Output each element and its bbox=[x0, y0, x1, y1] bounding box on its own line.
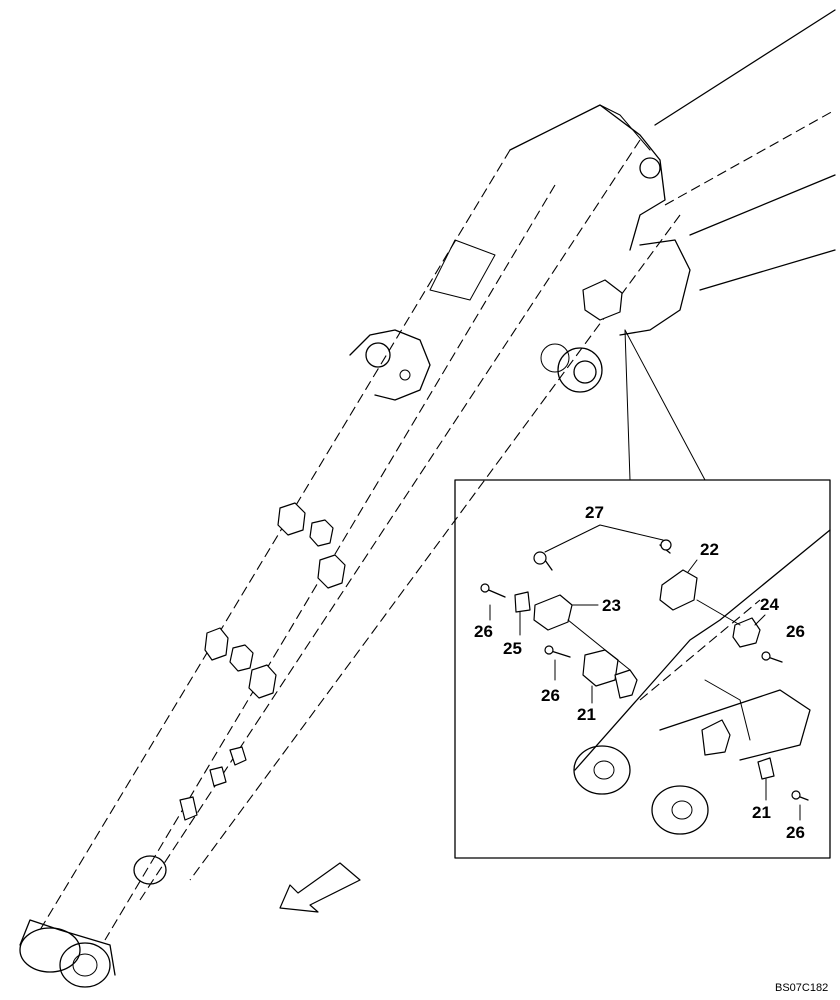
callout-26a: 26 bbox=[474, 622, 493, 641]
leader-24 bbox=[754, 614, 766, 626]
arm-end-outline bbox=[19, 919, 116, 976]
callout-22: 22 bbox=[700, 540, 719, 559]
arm-edge-far bbox=[189, 214, 681, 881]
arm-edge-left bbox=[39, 149, 511, 931]
boom-line-right bbox=[689, 174, 836, 236]
callout-26c: 26 bbox=[786, 622, 805, 641]
bolt-head-c bbox=[761, 651, 771, 661]
clamp-i bbox=[179, 796, 198, 821]
detail-content bbox=[480, 524, 831, 835]
detail-arm-top bbox=[574, 529, 831, 771]
bolt-head-d bbox=[791, 790, 801, 800]
bolt-head-a bbox=[480, 583, 490, 593]
boom-foot-boss bbox=[557, 347, 603, 393]
clamp-c bbox=[317, 554, 346, 589]
detail-link bbox=[704, 679, 751, 741]
arm-clamps bbox=[179, 279, 623, 821]
boom-foot-boss-2 bbox=[540, 343, 570, 373]
callout-23: 23 bbox=[602, 596, 621, 615]
clamp-top bbox=[582, 279, 623, 321]
arm-end-boss-right bbox=[59, 942, 111, 988]
detail-hole-left bbox=[593, 760, 615, 780]
bolt-head-b bbox=[544, 645, 554, 655]
arm-boss-hole bbox=[365, 342, 391, 368]
bolt-head-27a bbox=[533, 551, 547, 565]
clamp-h bbox=[209, 766, 227, 787]
callout-27: 27 bbox=[585, 503, 604, 522]
part-21-clamp-b bbox=[701, 719, 731, 756]
arm-head-edge bbox=[599, 104, 651, 151]
part-23-clamp bbox=[533, 594, 573, 631]
clamp-a bbox=[277, 502, 306, 536]
arm-boss-left bbox=[349, 329, 431, 401]
arm-head-outline bbox=[509, 104, 666, 251]
part-21-plate-b bbox=[757, 757, 775, 780]
callout-26b: 26 bbox=[541, 686, 560, 705]
part-22-clamp bbox=[659, 569, 698, 611]
clamp-f bbox=[248, 664, 277, 699]
clamp-e bbox=[229, 644, 254, 672]
callout-24: 24 bbox=[760, 595, 779, 614]
detail-leader-left bbox=[624, 329, 631, 481]
detail-boss-left bbox=[573, 745, 631, 795]
detail-box bbox=[454, 479, 831, 859]
clamp-b bbox=[309, 519, 334, 547]
arm-end-boss-left bbox=[19, 927, 81, 973]
boom-foot-hole bbox=[573, 360, 597, 384]
assembly-lines bbox=[567, 599, 741, 671]
callout-26d: 26 bbox=[786, 823, 805, 842]
detail-arm-lower bbox=[659, 689, 811, 761]
boom-line-top bbox=[654, 9, 836, 126]
front-direction-arrow-icon bbox=[279, 862, 361, 913]
detail-arm-dash bbox=[639, 599, 761, 701]
leader-22 bbox=[687, 559, 698, 573]
leader-27 bbox=[544, 524, 664, 553]
arm-head-pin bbox=[639, 157, 661, 179]
arm-lower-boss bbox=[133, 855, 167, 885]
boom-line-mid bbox=[664, 109, 836, 206]
arm-body bbox=[19, 9, 836, 988]
part-21-clamp-a-half bbox=[614, 669, 638, 699]
arm-end-hole bbox=[72, 953, 98, 977]
detail-hole-right bbox=[671, 800, 693, 820]
arm-slot bbox=[429, 239, 496, 301]
clamp-d bbox=[204, 627, 229, 661]
arm-small-hole bbox=[399, 369, 411, 381]
callout-21a: 21 bbox=[577, 705, 596, 724]
part-24-plate bbox=[732, 617, 761, 648]
boom-line-lower bbox=[699, 249, 836, 291]
detail-boss-right bbox=[651, 785, 709, 835]
boom-link bbox=[619, 239, 691, 336]
bolt-head-27b bbox=[660, 539, 672, 551]
callout-21b: 21 bbox=[752, 803, 771, 822]
clamp-g bbox=[229, 746, 247, 766]
callout-25: 25 bbox=[503, 639, 522, 658]
figure-code: BS07C182 bbox=[775, 982, 828, 994]
detail-leader-right bbox=[624, 329, 706, 481]
part-21-clamp-a bbox=[582, 649, 619, 687]
part-25-plate bbox=[514, 591, 531, 613]
